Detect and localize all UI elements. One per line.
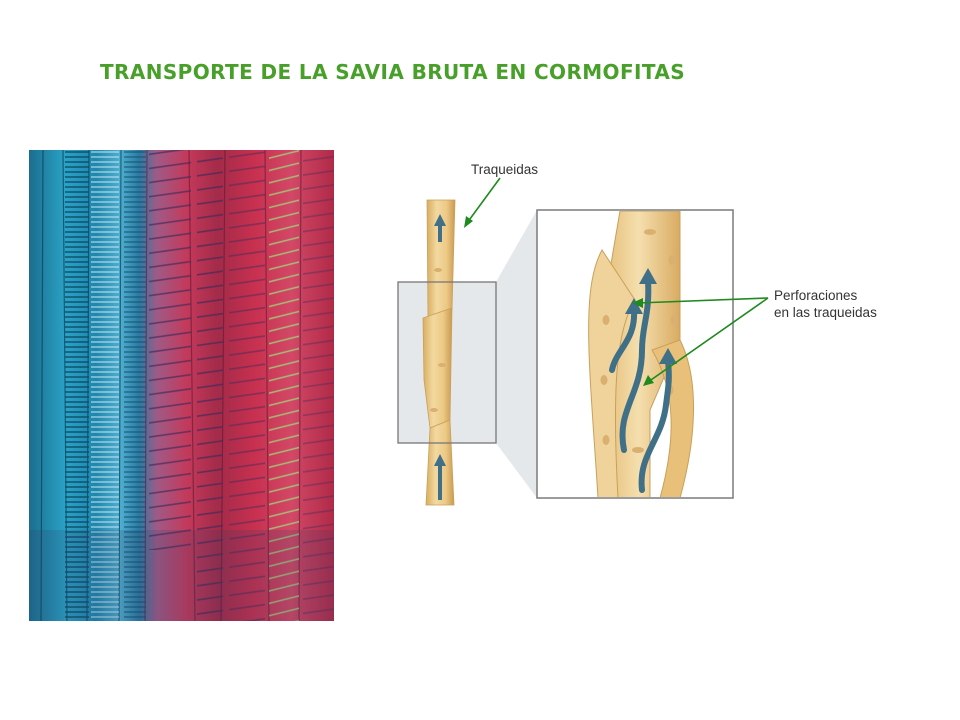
tracheid-micrograph	[29, 150, 334, 621]
zoom-frame	[397, 281, 497, 444]
up-arrow-icon	[434, 454, 446, 500]
label-perforaciones: Perforaciones en las traqueidas	[774, 287, 877, 321]
up-arrow-icon	[625, 298, 643, 314]
label-perforaciones-line1: Perforaciones	[774, 288, 858, 303]
zoom-projection	[398, 210, 537, 498]
label-traqueidas: Traqueidas	[471, 162, 539, 177]
tracheid-diagram	[397, 177, 769, 506]
page-title: TRANSPORTE DE LA SAVIA BRUTA EN CORMOFIT…	[100, 60, 686, 84]
up-arrow-icon	[609, 277, 672, 493]
up-arrow-icon	[434, 214, 446, 242]
up-arrow-icon	[659, 348, 677, 364]
zoom-panel	[536, 209, 734, 499]
pointer-arrow-icon	[632, 297, 769, 386]
up-arrow-icon	[639, 268, 657, 284]
label-perforaciones-line2: en las traqueidas	[774, 305, 877, 320]
pointer-arrow-icon	[464, 177, 501, 228]
